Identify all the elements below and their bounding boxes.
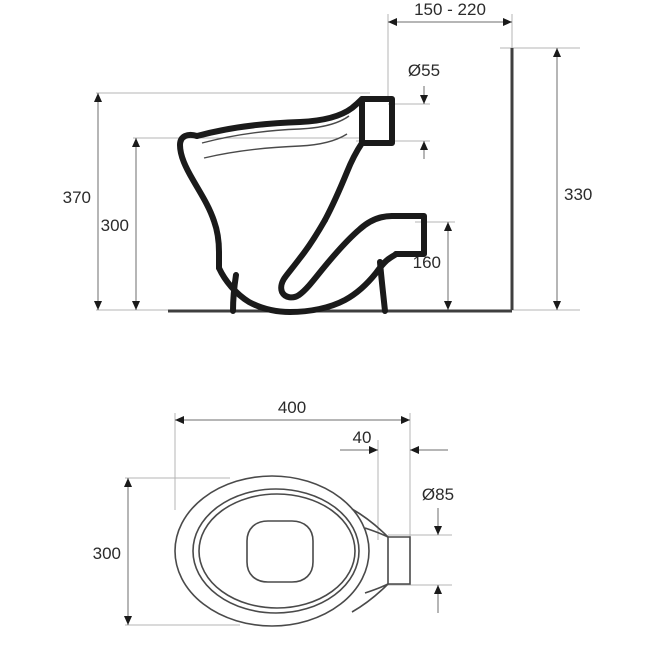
dimension-outlet-diameter-55: Ø55: [408, 61, 440, 159]
dimension-rim-height-300: 300: [101, 138, 140, 310]
dimension-wall-height-330: 330: [553, 48, 592, 310]
outlet-spigot-plan: [387, 536, 411, 585]
dim-label-370: 370: [63, 188, 91, 207]
pedestal-front-foot: [230, 272, 239, 314]
dimension-plan-length-400: 400: [175, 398, 410, 424]
spigot-fillet-top: [351, 508, 389, 538]
dim-label-150-220: 150 - 220: [414, 0, 486, 19]
toilet-plan-outline: [174, 475, 411, 627]
seat-detail-lines: [201, 115, 350, 159]
dimension-outlet-horizontal-range: 150 - 220: [388, 0, 512, 26]
pan-outer-ellipse: [174, 475, 370, 627]
dim-label-40: 40: [353, 428, 372, 447]
dim-label-160: 160: [413, 253, 441, 272]
dimension-plan-outlet-85: Ø85: [422, 485, 454, 613]
side-elevation-view: 150 - 220 Ø55 370 300 330 160: [63, 0, 592, 315]
plan-view: 400 40 300 Ø85: [93, 398, 454, 627]
plan-extension-lines: [125, 413, 452, 626]
dim-label-85: Ø85: [422, 485, 454, 504]
dimension-plan-width-300: 300: [93, 478, 132, 625]
dimension-total-height-370: 370: [63, 93, 102, 310]
pedestal-bowl-underside: [287, 251, 399, 315]
pedestal-rear-foot: [377, 259, 388, 314]
spigot-neck-top: [364, 527, 389, 538]
flush-aperture: [246, 520, 314, 583]
dimension-plan-projection-40: 40: [340, 428, 448, 454]
spigot-neck-bottom: [364, 583, 389, 594]
outlet-spigot-side: [359, 96, 395, 146]
rear-ledge-box: [389, 213, 427, 257]
toilet-side-outline: [177, 96, 427, 315]
seat-under-line: [203, 133, 348, 159]
bowl-rim-top: [194, 96, 365, 139]
dimension-outlet-height-160: 160: [413, 222, 452, 310]
dim-label-400: 400: [278, 398, 306, 417]
dim-label-300-side: 300: [101, 216, 129, 235]
seat-top-line: [201, 115, 350, 144]
pedestal-left-skirt: [216, 265, 293, 315]
seat-outer-ellipse: [192, 488, 360, 614]
dim-label-330: 330: [564, 185, 592, 204]
seat-inner-ellipse: [198, 493, 356, 609]
trap-inner-profile: [278, 213, 395, 301]
bowl-front-left-profile: [177, 131, 222, 271]
dim-label-300-plan: 300: [93, 544, 121, 563]
pan-rear-upper: [322, 140, 365, 223]
spigot-fillet-bottom: [351, 583, 389, 613]
dim-label-55: Ø55: [408, 61, 440, 80]
